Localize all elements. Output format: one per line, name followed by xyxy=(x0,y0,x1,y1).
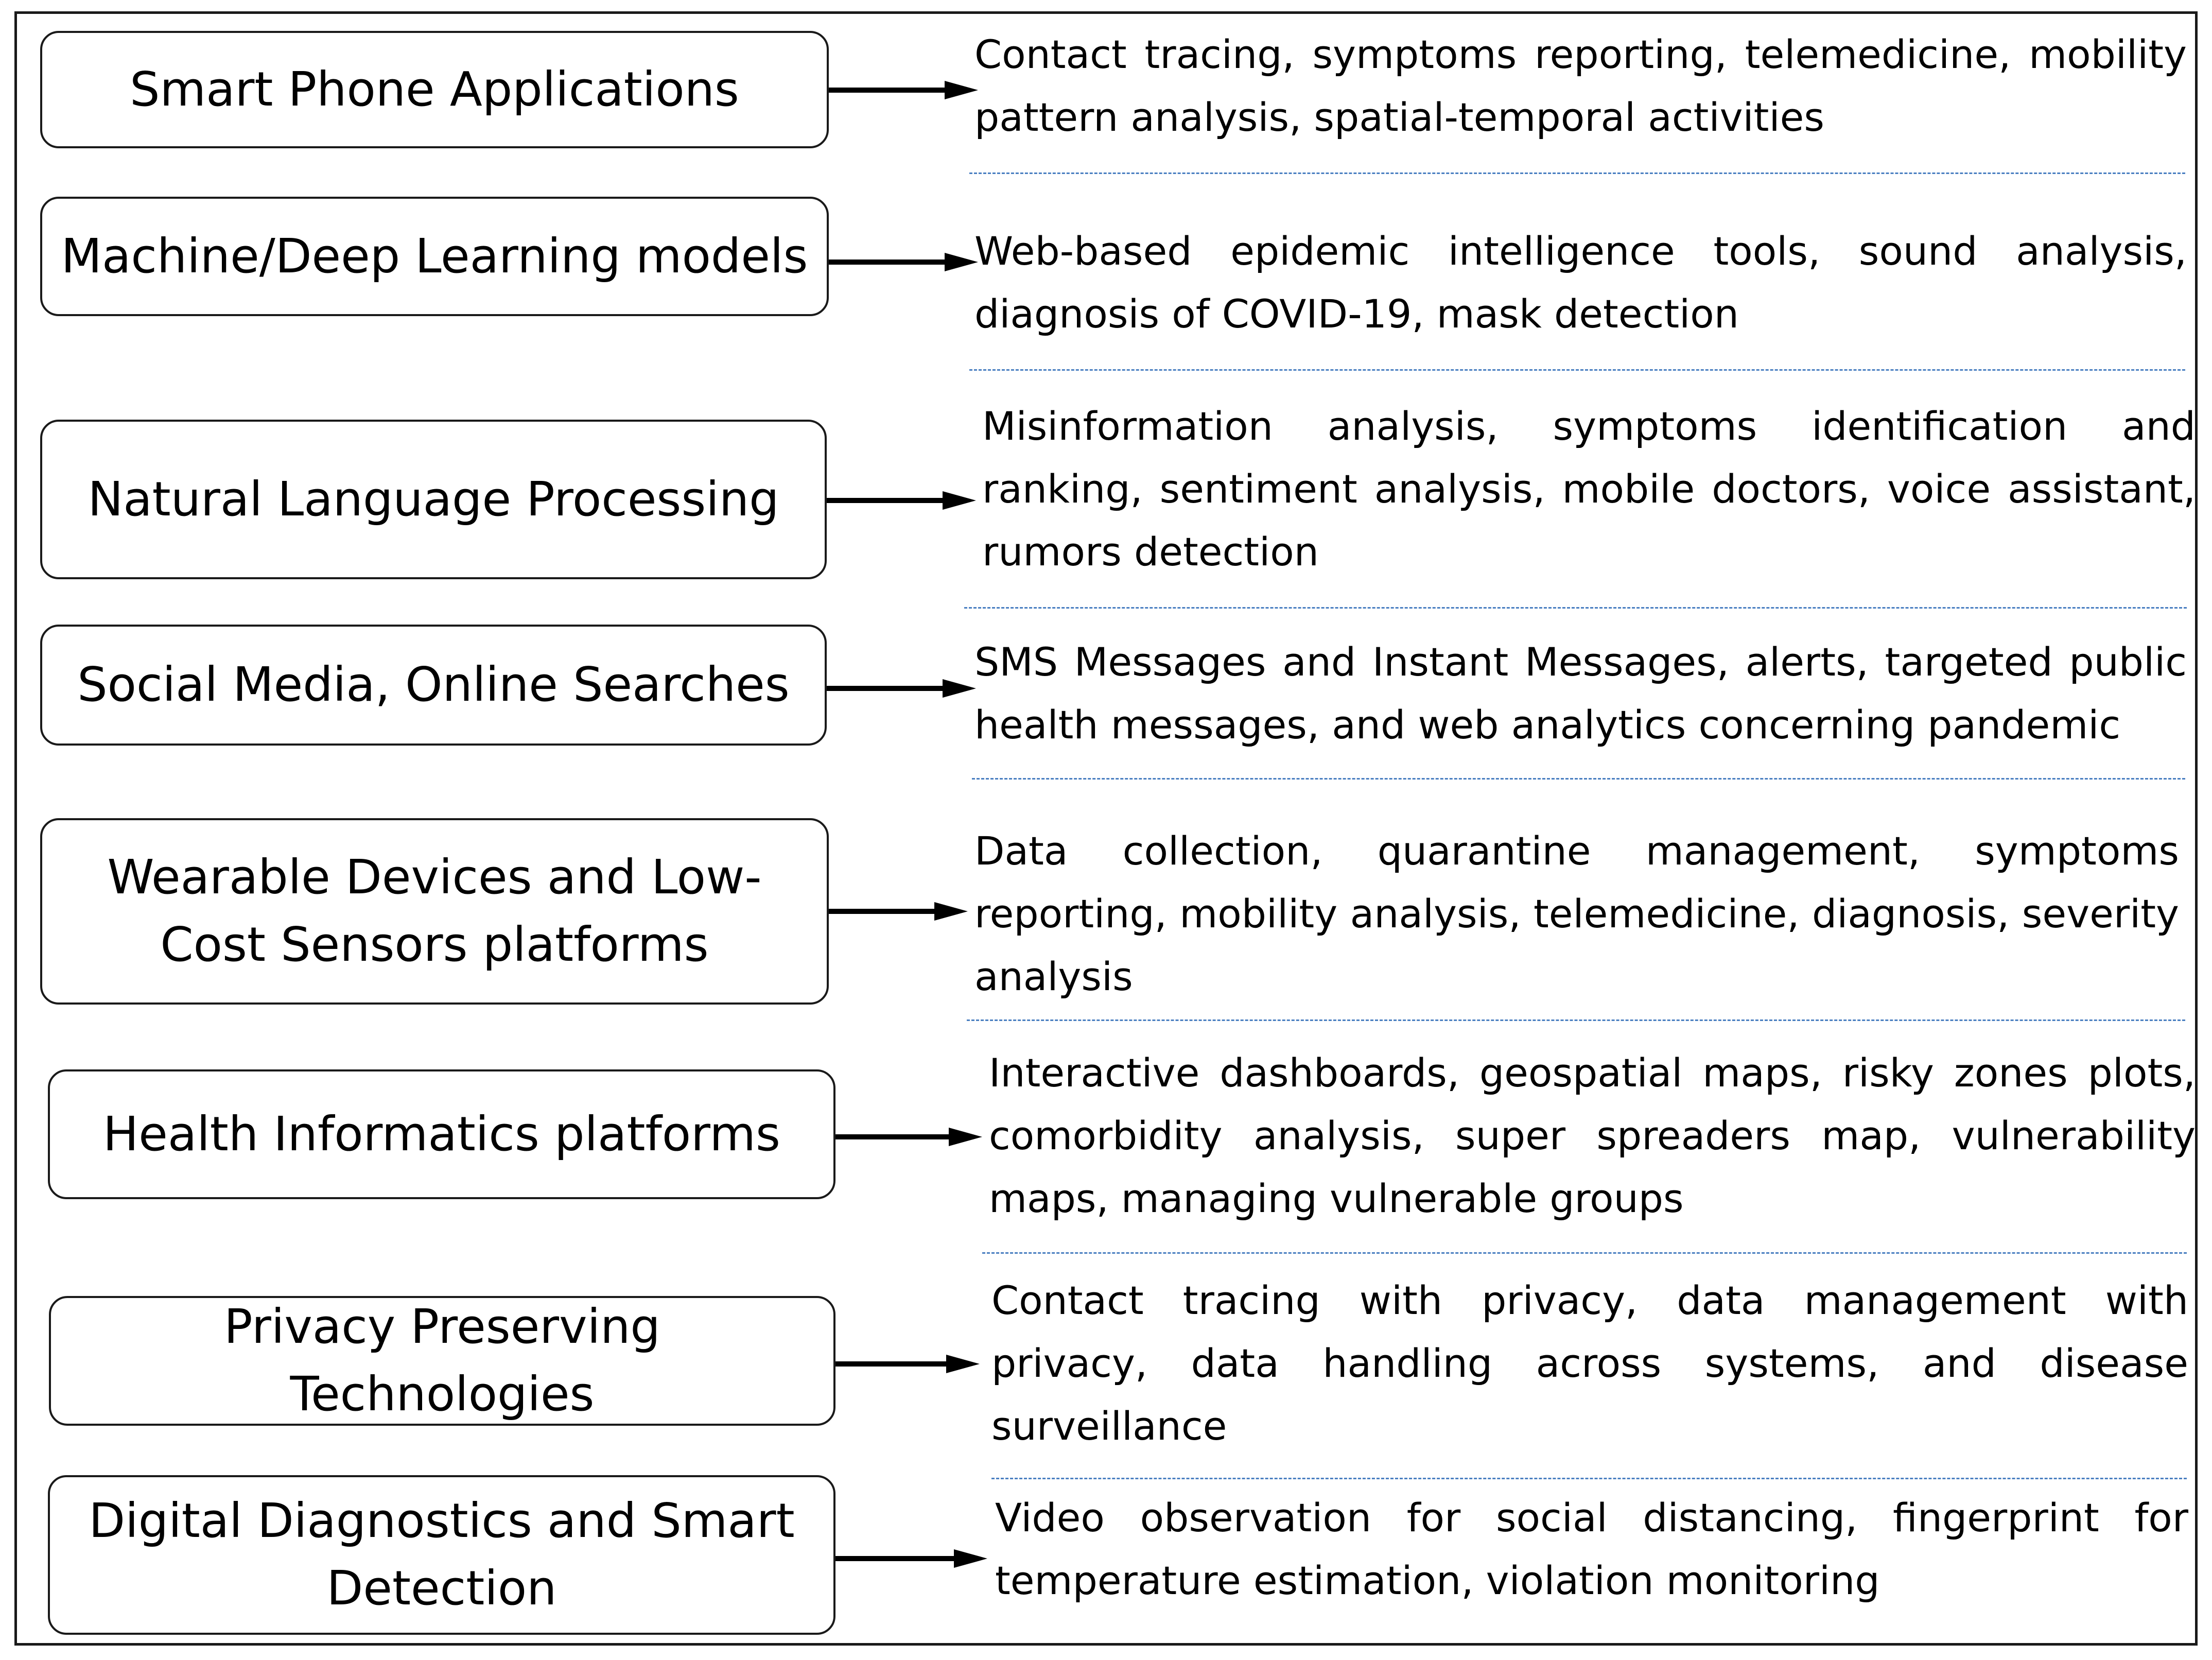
arrow-icon xyxy=(835,1549,987,1568)
arrow-icon xyxy=(829,253,978,271)
row-separator xyxy=(972,778,2185,780)
applications-text-social-media-online-searches: SMS Messages and Instant Messages, alert… xyxy=(974,639,2187,748)
technology-box-natural-language-processing: Natural Language Processing xyxy=(40,420,827,579)
applications-text-natural-language-processing: Misinformation analysis, symptoms identi… xyxy=(982,403,2196,575)
row-separator xyxy=(964,607,2187,609)
diagram-frame: Smart Phone Applications Contact tracing… xyxy=(14,11,2198,1646)
technology-box-digital-diagnostics: Digital Diagnostics and Smart Detection xyxy=(48,1475,835,1635)
applications-text-privacy-preserving-technologies: Contact tracing with privacy, data manag… xyxy=(991,1277,2188,1449)
row-separator xyxy=(967,1019,2185,1021)
row-separator xyxy=(969,369,2185,371)
applications-text-machine-deep-learning-models: Web-based epidemic intelligence tools, s… xyxy=(974,228,2187,337)
applications-text-digital-diagnostics: Video observation for social distancing,… xyxy=(995,1495,2188,1603)
applications-text-health-informatics-platforms: Interactive dashboards, geospatial maps,… xyxy=(989,1050,2196,1221)
technology-box-privacy-preserving-technologies: Privacy Preserving Technologies xyxy=(49,1296,835,1426)
applications-text-smart-phone-applications: Contact tracing, symptoms reporting, tel… xyxy=(974,31,2187,140)
technology-box-wearable-devices: Wearable Devices and Low-Cost Sensors pl… xyxy=(40,818,829,1005)
technology-box-social-media-online-searches: Social Media, Online Searches xyxy=(40,625,827,746)
technology-box-machine-deep-learning-models: Machine/Deep Learning models xyxy=(40,197,829,316)
row-separator xyxy=(991,1478,2187,1479)
technology-box-health-informatics-platforms: Health Informatics platforms xyxy=(48,1069,835,1199)
arrow-icon xyxy=(827,491,976,510)
technology-box-smart-phone-applications: Smart Phone Applications xyxy=(40,31,829,148)
row-separator xyxy=(969,172,2185,174)
row-separator xyxy=(982,1252,2187,1254)
arrow-icon xyxy=(835,1128,982,1146)
applications-text-wearable-devices: Data collection, quarantine management, … xyxy=(974,828,2179,999)
arrow-icon xyxy=(829,902,968,921)
arrow-icon xyxy=(827,679,976,698)
arrow-icon xyxy=(835,1355,980,1373)
arrow-icon xyxy=(829,81,978,99)
